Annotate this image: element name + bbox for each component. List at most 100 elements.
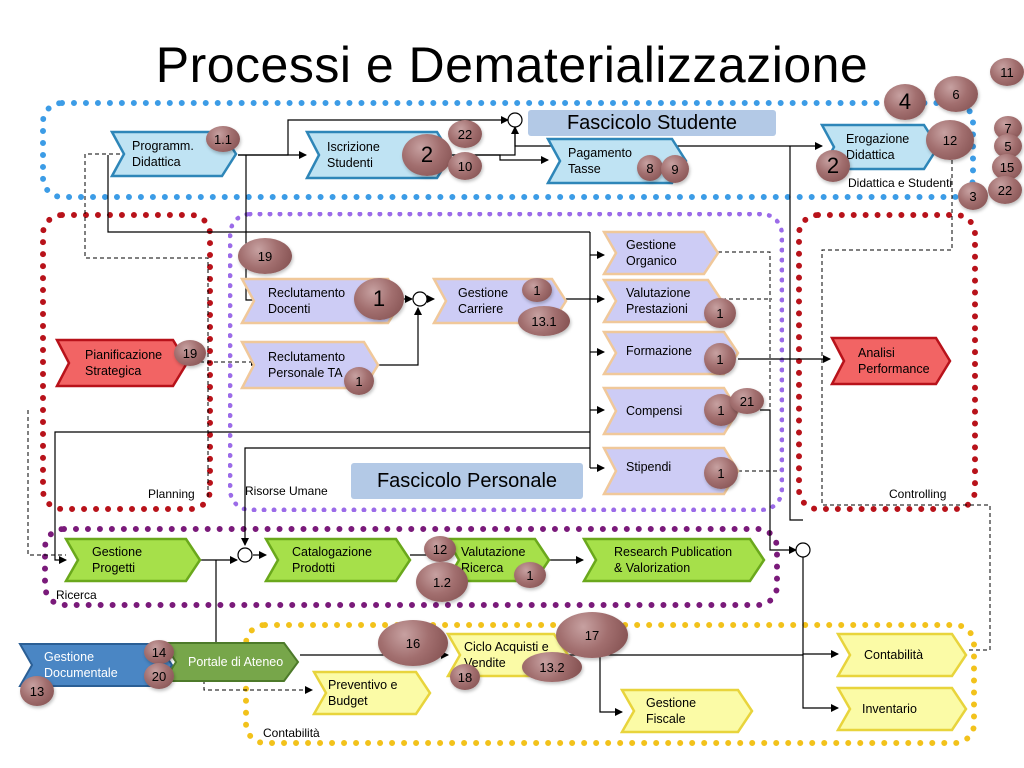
label-ricerca: Ricerca (56, 588, 97, 602)
badge-17: 17 (556, 612, 628, 658)
label: Research Publication & Valorization (614, 545, 733, 575)
wire-recl-ta-join (378, 307, 422, 366)
label: Gestione Documentale (44, 650, 118, 680)
process-contabilita[interactable]: Contabilità (836, 632, 968, 678)
dash-programm-planning (84, 153, 209, 500)
label-planning: Planning (148, 487, 195, 501)
label-didattica-studenti: Didattica e Studenti (848, 176, 953, 190)
label: Pianificazione Strategica (85, 348, 163, 378)
badge-1-formazione: 1 (704, 343, 736, 375)
process-preventivo-budget[interactable]: Preventivo e Budget (312, 670, 432, 716)
dash-planning-ricerca (27, 410, 66, 556)
badge-2-iscrizione: 2 (402, 134, 452, 176)
join-node-controlling (795, 542, 811, 558)
group-didattica-studenti (40, 100, 976, 200)
label: Portale di Ateneo (188, 655, 284, 669)
process-inventario[interactable]: Inventario (836, 686, 968, 732)
group-ricerca (42, 526, 780, 608)
badge-14: 14 (144, 640, 174, 664)
label: Preventivo e Budget (328, 678, 398, 708)
badge-9: 9 (661, 155, 689, 183)
label: Reclutamento Docenti (268, 286, 346, 316)
label: Valutazione Ricerca (461, 545, 526, 575)
badge-1-recl-docenti: 1 (354, 278, 404, 320)
badge-11: 11 (990, 58, 1024, 86)
label: Pagamento Tasse (568, 146, 632, 176)
badge-1-recl-ta: 1 (344, 367, 374, 395)
process-programm-didattica[interactable]: Programm. Didattica (110, 130, 238, 178)
process-stipendi[interactable]: Stipendi (602, 446, 740, 496)
label: Valutazione Prestazioni (626, 286, 691, 316)
badge-15: 15 (992, 154, 1022, 180)
merge-node-studenti (507, 112, 523, 128)
label: Gestione Carriere (458, 286, 509, 316)
wire-hr-to-catalog (241, 447, 590, 546)
label: Analisi Performance (858, 346, 930, 376)
label: Gestione Progetti (92, 545, 143, 575)
wire-join-contab (802, 557, 839, 658)
label: Gestione Organico (626, 238, 677, 268)
badge-1-valutazione-ric: 1 (514, 562, 546, 588)
process-erogazione-didattica[interactable]: Erogazione Didattica (820, 123, 940, 171)
badge-21: 21 (730, 388, 764, 414)
badge-1-valutazione-prest: 1 (704, 298, 736, 328)
label: Programm. Didattica (132, 139, 194, 169)
dash-organico-right (718, 251, 771, 520)
page-title: Processi e Dematerializzazione (155, 37, 869, 93)
label: Contabilità (864, 648, 924, 662)
badge-16: 16 (378, 620, 448, 666)
banner-fascicolo-studente: Fascicolo Studente (528, 110, 776, 136)
badge-12-ricerca: 12 (424, 536, 456, 562)
badge-18: 18 (450, 664, 480, 690)
badge-8: 8 (637, 155, 663, 181)
process-gestione-documentale[interactable]: Gestione Documentale (18, 642, 174, 688)
wire-programm-risorse (107, 155, 590, 233)
label: Catalogazione Prodotti (292, 545, 372, 575)
label-contabilita: Contabilità (263, 726, 320, 740)
badge-12-erogazione: 12 (926, 120, 974, 160)
label: Inventario (862, 702, 917, 716)
badge-22-right: 22 (988, 176, 1022, 204)
badge-20: 20 (144, 663, 174, 689)
badge-2-erogazione: 2 (816, 150, 850, 182)
process-gestione-organico[interactable]: Gestione Organico (602, 230, 720, 276)
process-compensi[interactable]: Compensi (602, 386, 740, 436)
badge-4: 4 (884, 84, 926, 120)
join-node-ricerca (237, 547, 253, 563)
dash-erogazione-down (821, 147, 991, 651)
process-gestione-progetti[interactable]: Gestione Progetti (64, 537, 202, 583)
process-research-publication[interactable]: Research Publication & Valorization (582, 537, 766, 583)
process-gestione-fiscale[interactable]: Gestione Fiscale (620, 688, 754, 734)
process-pianificazione-strategica[interactable]: Pianificazione Strategica (55, 338, 189, 388)
wire-programm-merge (238, 116, 509, 156)
process-analisi-performance[interactable]: Analisi Performance (830, 336, 952, 386)
label: Gestione Fiscale (646, 696, 697, 726)
badge-13-2: 13.2 (522, 652, 582, 682)
wire-hr-to-ricerca (54, 431, 590, 564)
banner-fascicolo-personale: Fascicolo Personale (351, 463, 583, 499)
badge-3: 3 (958, 182, 988, 210)
badge-13: 13 (20, 676, 54, 706)
wire-erogazione-down (789, 146, 803, 521)
process-catalogazione-prodotti[interactable]: Catalogazione Prodotti (264, 537, 412, 583)
badge-6: 6 (934, 76, 978, 112)
label: Reclutamento Personale TA (268, 350, 346, 380)
label: Erogazione Didattica (846, 132, 910, 162)
badge-22-top: 22 (448, 120, 482, 148)
group-controlling (796, 212, 978, 512)
wire-ciclo-fiscale (599, 655, 623, 716)
process-portale-di-ateneo[interactable]: Portale di Ateneo (162, 641, 300, 683)
badge-1-2: 1.2 (416, 562, 468, 602)
process-valutazione-prestazioni[interactable]: Valutazione Prestazioni (602, 278, 724, 324)
label: Formazione (626, 344, 692, 358)
label: Iscrizione Studenti (327, 140, 380, 170)
badge-13-1: 13.1 (518, 306, 570, 336)
wire-merge-erogazione (514, 127, 823, 150)
join-node-reclutamento (412, 291, 428, 307)
label-controlling: Controlling (889, 487, 947, 501)
badge-1-carriere: 1 (522, 278, 552, 302)
badge-10: 10 (448, 152, 482, 180)
badge-19-pianificazione: 19 (174, 340, 206, 366)
label-risorse-umane: Risorse Umane (245, 484, 328, 498)
label: Compensi (626, 404, 683, 418)
